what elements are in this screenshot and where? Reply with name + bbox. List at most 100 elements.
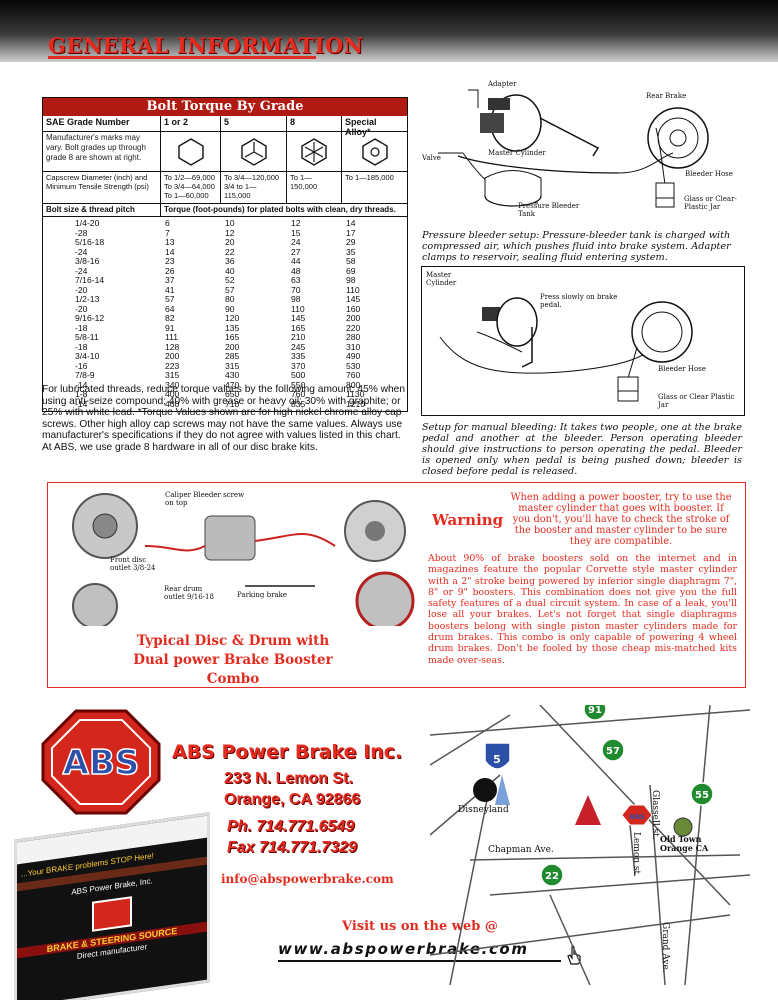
label-valve: Valve bbox=[422, 154, 441, 162]
manufacturer-marks-row: Manufacturer's marks may vary. Bolt grad… bbox=[43, 132, 407, 172]
label-pressure-tank: Pressure Bleeder Tank bbox=[518, 202, 580, 218]
title-underline bbox=[48, 56, 316, 59]
mickey-icon bbox=[473, 778, 497, 802]
torque-cell: 12 bbox=[291, 218, 301, 228]
torque-cell: 280 bbox=[346, 332, 361, 342]
svg-text:57: 57 bbox=[606, 746, 620, 757]
torque-cell: 91 bbox=[165, 322, 175, 333]
torque-cell: 63 bbox=[291, 275, 301, 285]
torque-cell: 70 bbox=[291, 284, 301, 295]
map-old-town: Old Town Orange CA bbox=[660, 834, 709, 853]
torque-cell: -16 bbox=[75, 360, 88, 371]
torque-cell: 26 bbox=[165, 265, 175, 276]
pressure-bleeder-diagram: Adapter Rear Brake Master Cylinder Valve… bbox=[418, 78, 741, 226]
torque-cell: 1210 bbox=[346, 398, 366, 409]
header-grade-8: 8 bbox=[287, 116, 342, 131]
torque-cell: 5/16-18 bbox=[75, 237, 105, 247]
torque-cell: -20 bbox=[75, 284, 88, 295]
torque-cell: 15 bbox=[291, 227, 301, 238]
old-town-marker-icon bbox=[673, 817, 693, 837]
company-name: ABS Power Brake Inc. bbox=[172, 741, 403, 763]
torque-cell: 57 bbox=[165, 294, 175, 304]
torque-cell: 530 bbox=[346, 360, 361, 371]
visit-web-text: Visit us on the web @ bbox=[342, 919, 498, 934]
torque-cell: 245 bbox=[291, 341, 306, 352]
torque-cell: 41 bbox=[165, 284, 175, 295]
torque-cell: 20 bbox=[225, 237, 235, 247]
torque-header: Torque (foot-pounds) for plated bolts wi… bbox=[164, 205, 396, 214]
bolt-head-special-alloy-icon bbox=[342, 132, 407, 171]
torque-cell: 13 bbox=[165, 237, 175, 247]
company-street: 233 N. Lemon St. bbox=[224, 770, 353, 787]
svg-text:55: 55 bbox=[695, 790, 709, 801]
torque-cell: 57 bbox=[225, 284, 235, 295]
label-glass-jar: Glass or Clear-Plastic Jar bbox=[684, 195, 737, 211]
torque-cell: 29 bbox=[346, 237, 356, 247]
torque-cell: 98 bbox=[346, 275, 356, 285]
svg-text:22: 22 bbox=[545, 871, 559, 882]
warning-text: When adding a power booster, try to use … bbox=[510, 492, 732, 547]
label-adapter: Adapter bbox=[488, 80, 517, 88]
torque-cell: 200 bbox=[165, 351, 180, 361]
map-glassell: Glassell st. bbox=[650, 790, 660, 840]
header-grade-1-2: 1 or 2 bbox=[161, 116, 221, 131]
torque-cell: -28 bbox=[75, 227, 88, 238]
svg-text:91: 91 bbox=[588, 705, 602, 716]
label-parking-brake: Parking brake bbox=[237, 591, 287, 599]
label-press-pedal: Press slowly on brake pedal. bbox=[540, 293, 618, 309]
torque-cell: 460 bbox=[165, 398, 180, 409]
torque-cell: 760 bbox=[291, 389, 306, 399]
torque-cell: -14 bbox=[75, 398, 88, 409]
torque-cell: 37 bbox=[165, 275, 175, 285]
shield-22-icon bbox=[540, 863, 564, 887]
torque-cell: 7 bbox=[165, 227, 170, 238]
torque-cell: -24 bbox=[75, 246, 88, 257]
torque-cell: 7/16-14 bbox=[75, 275, 105, 285]
website-screenshot: ...Your BRAKE problems STOP Here! ABS Po… bbox=[14, 812, 210, 1000]
torque-cell: -18 bbox=[75, 322, 88, 333]
label-caliper-bleeder: Caliper Bleeder screw on top bbox=[165, 491, 245, 507]
company-phone: Ph. 714.771.6549 bbox=[227, 818, 355, 835]
page-title: GENERAL INFORMATION bbox=[48, 33, 364, 58]
warning-body: About 90% of brake boosters sold on the … bbox=[428, 553, 737, 666]
torque-cell: 128 bbox=[165, 341, 180, 352]
shield-55-icon bbox=[690, 782, 714, 806]
torque-cell: 69 bbox=[346, 265, 356, 276]
torque-cell: 10 bbox=[225, 218, 235, 228]
bolt-head-grade-5-icon bbox=[221, 132, 287, 171]
company-fax: Fax 714.771.7329 bbox=[227, 839, 357, 856]
abs-logo: ABS bbox=[41, 709, 161, 815]
torque-cell: 340 bbox=[165, 379, 180, 390]
torque-cell: 7/8-9 bbox=[75, 370, 95, 380]
torque-cell: 1-8 bbox=[75, 389, 88, 399]
torque-cell: 6 bbox=[165, 218, 170, 228]
torque-cell: 335 bbox=[291, 351, 306, 361]
site-logo bbox=[92, 896, 132, 932]
torque-cell: -20 bbox=[75, 303, 88, 314]
website-url[interactable]: www.abspowerbrake.com bbox=[278, 940, 529, 958]
torque-cell: 315 bbox=[165, 370, 180, 380]
torque-cell: 24 bbox=[291, 237, 301, 247]
company-email[interactable]: info@abspowerbrake.com bbox=[221, 872, 394, 886]
bolt-torque-table: Bolt Torque By Grade SAE Grade Number 1 … bbox=[42, 97, 408, 412]
label-bleeder-hose: Bleeder Hose bbox=[685, 170, 733, 178]
label-master-cylinder: Master Cylinder bbox=[488, 149, 546, 157]
torque-table-title: Bolt Torque By Grade bbox=[43, 98, 407, 116]
torque-cell: 40 bbox=[225, 265, 235, 276]
torque-cell: 220 bbox=[346, 322, 361, 333]
torque-cell: 14 bbox=[346, 218, 356, 228]
warning-box bbox=[47, 482, 746, 688]
lubricated-threads-note: For lubricated threads, reduce torque va… bbox=[42, 384, 405, 453]
map-chapman: Chapman Ave. bbox=[488, 845, 554, 855]
manual-bleeding-caption: Setup for manual bleeding: It takes two … bbox=[422, 422, 742, 477]
torque-cell: 135 bbox=[225, 322, 240, 333]
warning-title: Warning bbox=[432, 511, 504, 529]
torque-cell: 58 bbox=[346, 256, 356, 266]
strength-special-alloy: To 1—185,000 bbox=[345, 173, 394, 182]
map-grand: Grand Ave. bbox=[660, 922, 670, 973]
torque-cell: 5/8-11 bbox=[75, 332, 99, 342]
